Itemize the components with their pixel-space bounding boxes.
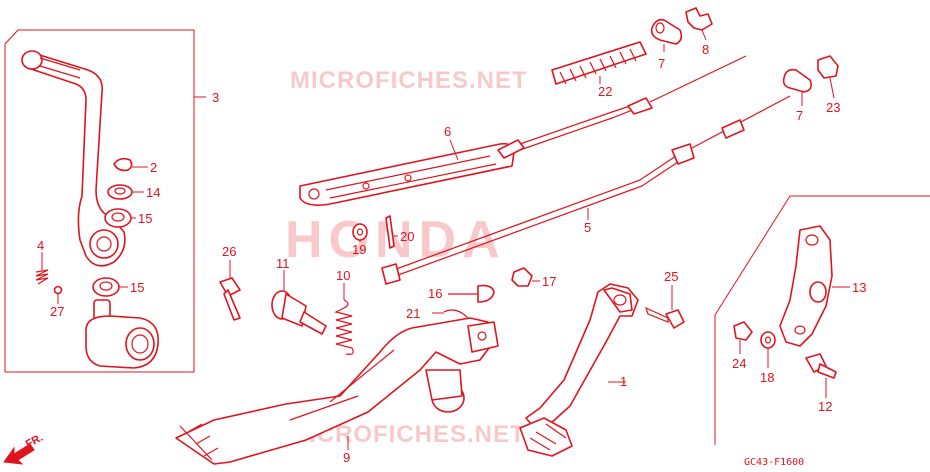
steel-ball (53, 285, 63, 295)
plain-washer (352, 223, 368, 241)
callout-1: 1 (620, 374, 627, 389)
callout-13: 13 (852, 280, 866, 295)
callout-21: 21 (406, 306, 420, 321)
callout-19: 19 (352, 242, 366, 257)
callout-5: 5 (584, 220, 591, 235)
gear-change-pedal (519, 283, 639, 457)
callout-9: 9 (343, 450, 350, 465)
kick-starter-arm (21, 50, 126, 267)
callout-7b: 7 (796, 108, 803, 123)
callout-6: 6 (444, 124, 451, 139)
plate-washer (760, 331, 776, 349)
callout-8: 8 (702, 42, 709, 57)
callout-10: 10 (336, 268, 350, 283)
reference-code: GC43-F1600 (744, 457, 804, 468)
cotter-pin (385, 215, 395, 249)
return-spring (334, 299, 354, 355)
brake-cable-upper (497, 55, 747, 159)
adjuster-nut-top (650, 18, 683, 45)
flange-bolt (219, 277, 241, 321)
cable-protector-spring (551, 41, 647, 85)
step-bolt (805, 353, 837, 379)
callout-4: 4 (37, 238, 44, 253)
callout-7a: 7 (658, 56, 665, 71)
callout-14: 14 (146, 185, 160, 200)
callout-2: 2 (150, 160, 157, 175)
plate-bolt (733, 321, 753, 341)
cap-nut (817, 55, 839, 79)
front-label: FR. (24, 432, 45, 451)
pedal-bolt (644, 306, 685, 329)
small-spring (35, 269, 49, 285)
pedal-bracket-plate (779, 225, 833, 347)
group-bracket-right (714, 195, 930, 445)
callout-15b: 15 (130, 280, 144, 295)
callout-15a: 15 (138, 211, 152, 226)
callout-27: 27 (50, 304, 64, 319)
brake-arm (299, 142, 515, 206)
leader-lines (41, 29, 850, 450)
pivot-bolt (271, 290, 327, 335)
oil-seal-lower (92, 277, 120, 297)
callout-3: 3 (212, 90, 219, 105)
callout-23: 23 (826, 100, 840, 115)
callout-16: 16 (428, 286, 442, 301)
joint-bolt (448, 284, 495, 303)
callout-17: 17 (542, 274, 556, 289)
callout-18: 18 (760, 370, 774, 385)
washer (107, 184, 133, 200)
group-bracket-left (4, 29, 195, 373)
callout-labels: 1 2 3 4 5 6 7 7 8 9 10 11 12 13 14 15 15… (37, 42, 866, 465)
front-direction-indicator: FR. (3, 432, 45, 465)
wing-nut (685, 7, 713, 31)
pedal-clip (443, 309, 469, 319)
front-arrow-icon (3, 443, 35, 465)
watermark-brand: HONDA (285, 211, 506, 269)
callout-11: 11 (276, 256, 290, 271)
watermark-site-top: MICROFICHES.NET (290, 67, 528, 94)
brake-cable-lower (381, 95, 791, 285)
callout-22: 22 (598, 84, 612, 99)
hex-nut (511, 267, 533, 287)
callout-25: 25 (664, 269, 678, 284)
callout-26: 26 (222, 244, 236, 259)
kick-spindle-boss (85, 299, 159, 369)
adjuster-nut-right (782, 68, 812, 93)
callout-12: 12 (818, 399, 832, 414)
callout-24: 24 (732, 356, 746, 371)
oil-seal-upper (104, 208, 132, 228)
cable-protector-coils (559, 48, 637, 85)
circlip (113, 157, 133, 172)
brake-pedal (175, 317, 499, 465)
callout-20: 20 (400, 229, 414, 244)
